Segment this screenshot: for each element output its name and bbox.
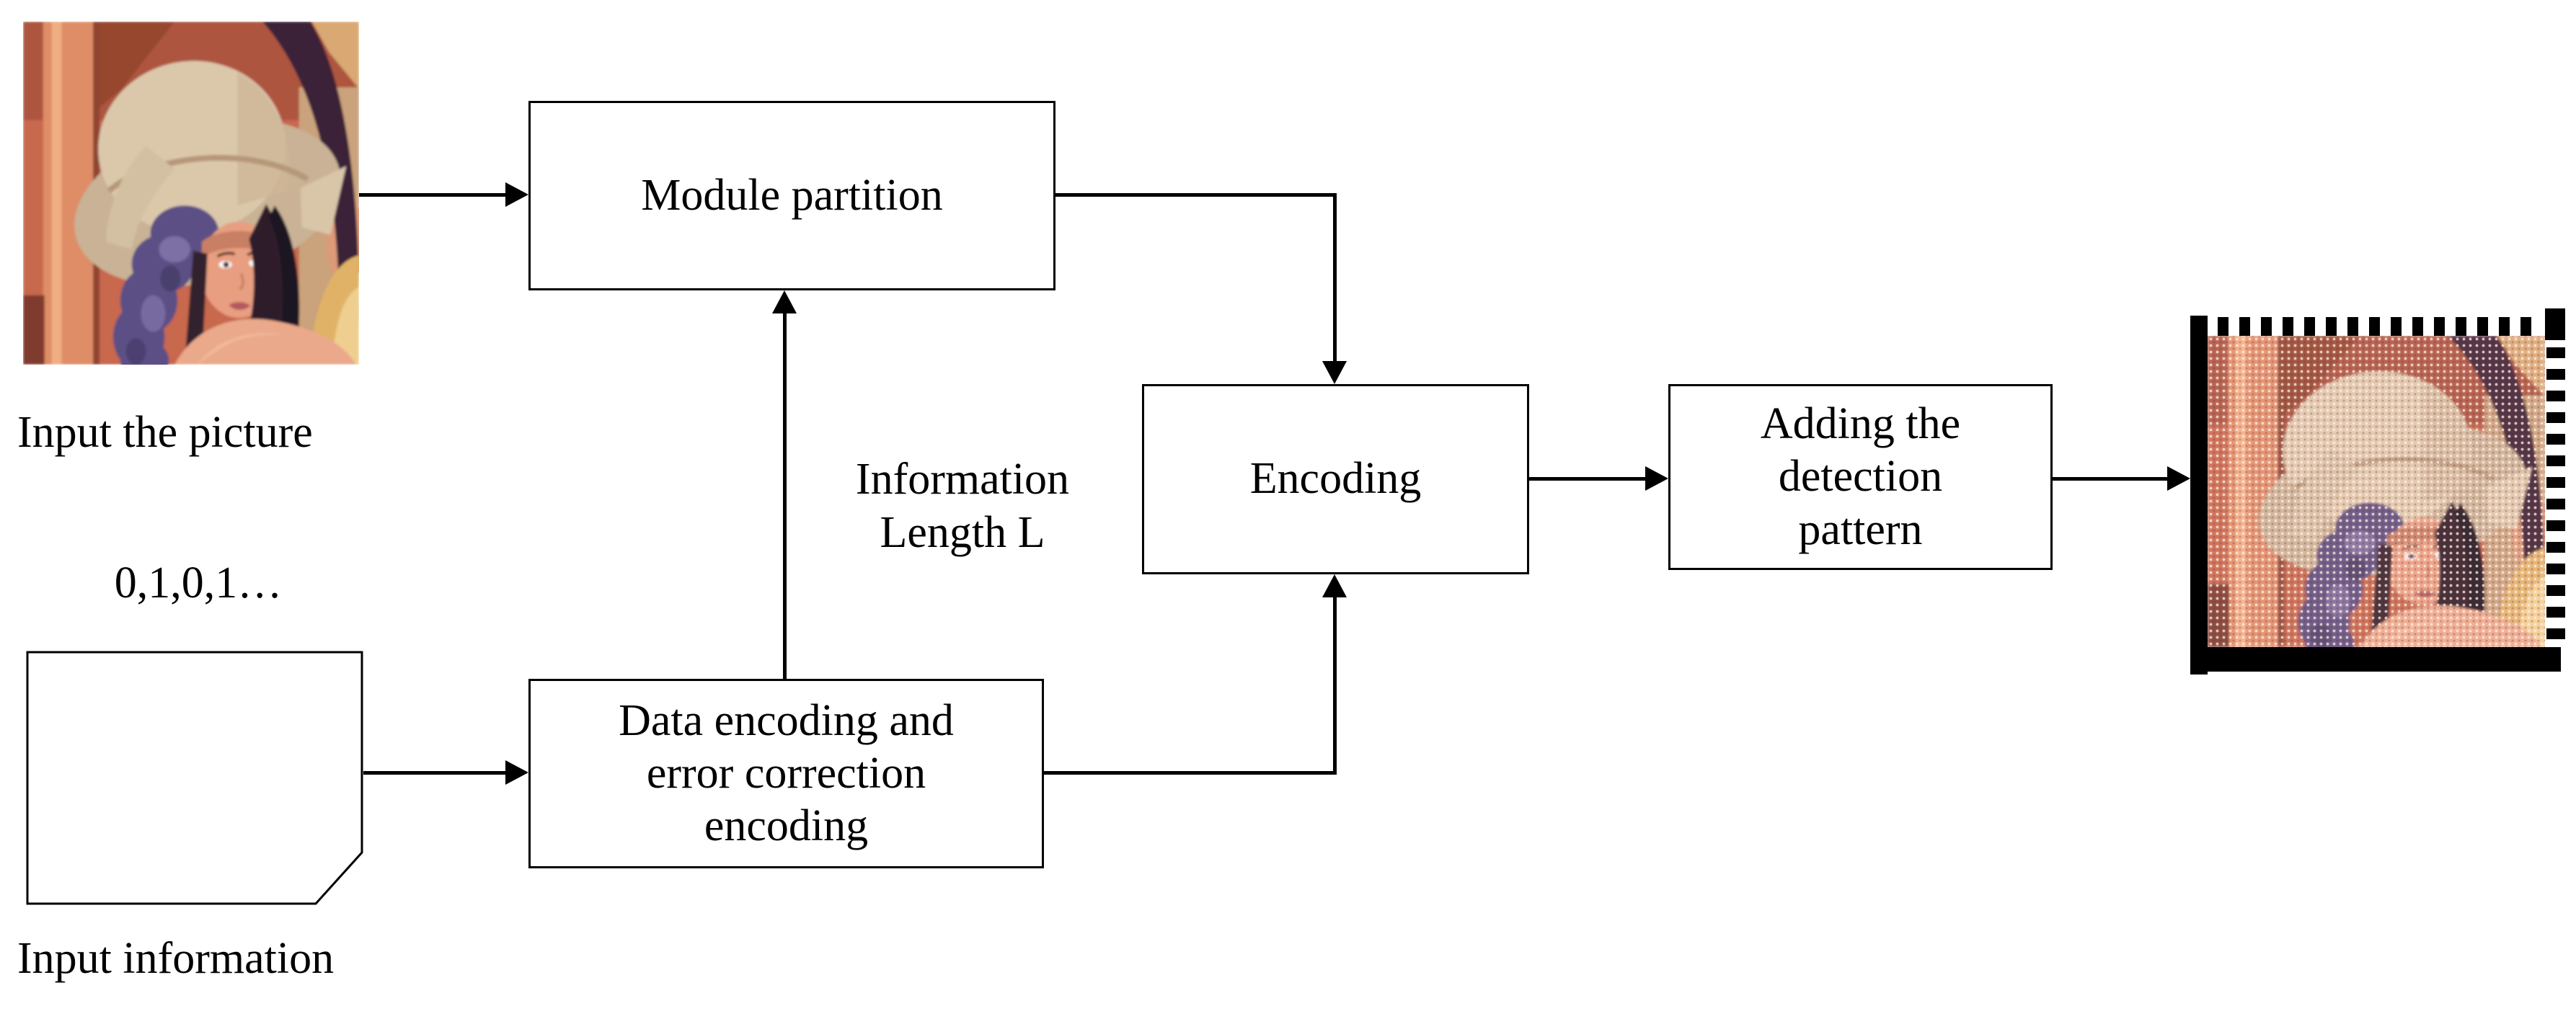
input-picture-caption: Input the picture: [17, 408, 313, 457]
box-data-encoding-label: Data encoding and error correction encod…: [619, 695, 954, 851]
arrow-picture-to-module-head: [505, 182, 528, 207]
arrow-encoding-to-adding-head: [1645, 466, 1668, 491]
box-adding-detection-pattern: Adding the detection pattern: [1668, 384, 2053, 570]
arrow-module-to-encoding-head: [1322, 361, 1347, 384]
box-adding-detection-pattern-label: Adding the detection pattern: [1760, 399, 1961, 554]
information-length-label: Information Length L: [855, 455, 1070, 558]
arrow-information-to-data-head: [505, 760, 528, 785]
arrow-data-to-encoding-vline: [1333, 594, 1337, 775]
output-picture-frame: [2190, 308, 2565, 674]
arrow-module-to-encoding-vline: [1333, 193, 1337, 365]
box-module-partition-label: Module partition: [641, 170, 943, 220]
halftone-dot-overlay: [2208, 336, 2545, 647]
output-picture: [2208, 336, 2545, 647]
finder-bar-bottom: [2190, 647, 2561, 672]
arrow-module-to-encoding-hline: [1055, 193, 1337, 197]
timing-pattern-top: [2218, 317, 2541, 336]
arrow-data-to-encoding-hline: [1044, 771, 1337, 775]
arrow-data-to-module-head: [772, 290, 797, 313]
box-encoding-label: Encoding: [1249, 454, 1422, 504]
arrow-adding-to-output-head: [2167, 466, 2190, 491]
input-picture: [23, 22, 359, 365]
arrow-data-to-module-vline: [783, 310, 787, 679]
arrow-adding-to-output-line: [2053, 477, 2172, 481]
finder-corner-top-right: [2545, 308, 2565, 340]
finder-bar-left: [2190, 316, 2208, 674]
input-information-card: [26, 651, 363, 905]
arrow-picture-to-module-line: [359, 193, 510, 197]
box-data-encoding: Data encoding and error correction encod…: [528, 679, 1044, 868]
arrow-data-to-encoding-head: [1322, 574, 1347, 597]
input-information-caption: Input information: [17, 934, 335, 983]
arrow-encoding-to-adding-line: [1529, 477, 1650, 481]
box-module-partition: Module partition: [528, 101, 1055, 290]
box-encoding: Encoding: [1142, 384, 1529, 574]
timing-pattern-right: [2546, 347, 2565, 650]
input-bits-text: 0,1,0,1…: [114, 558, 283, 607]
arrow-information-to-data-line: [363, 771, 510, 775]
